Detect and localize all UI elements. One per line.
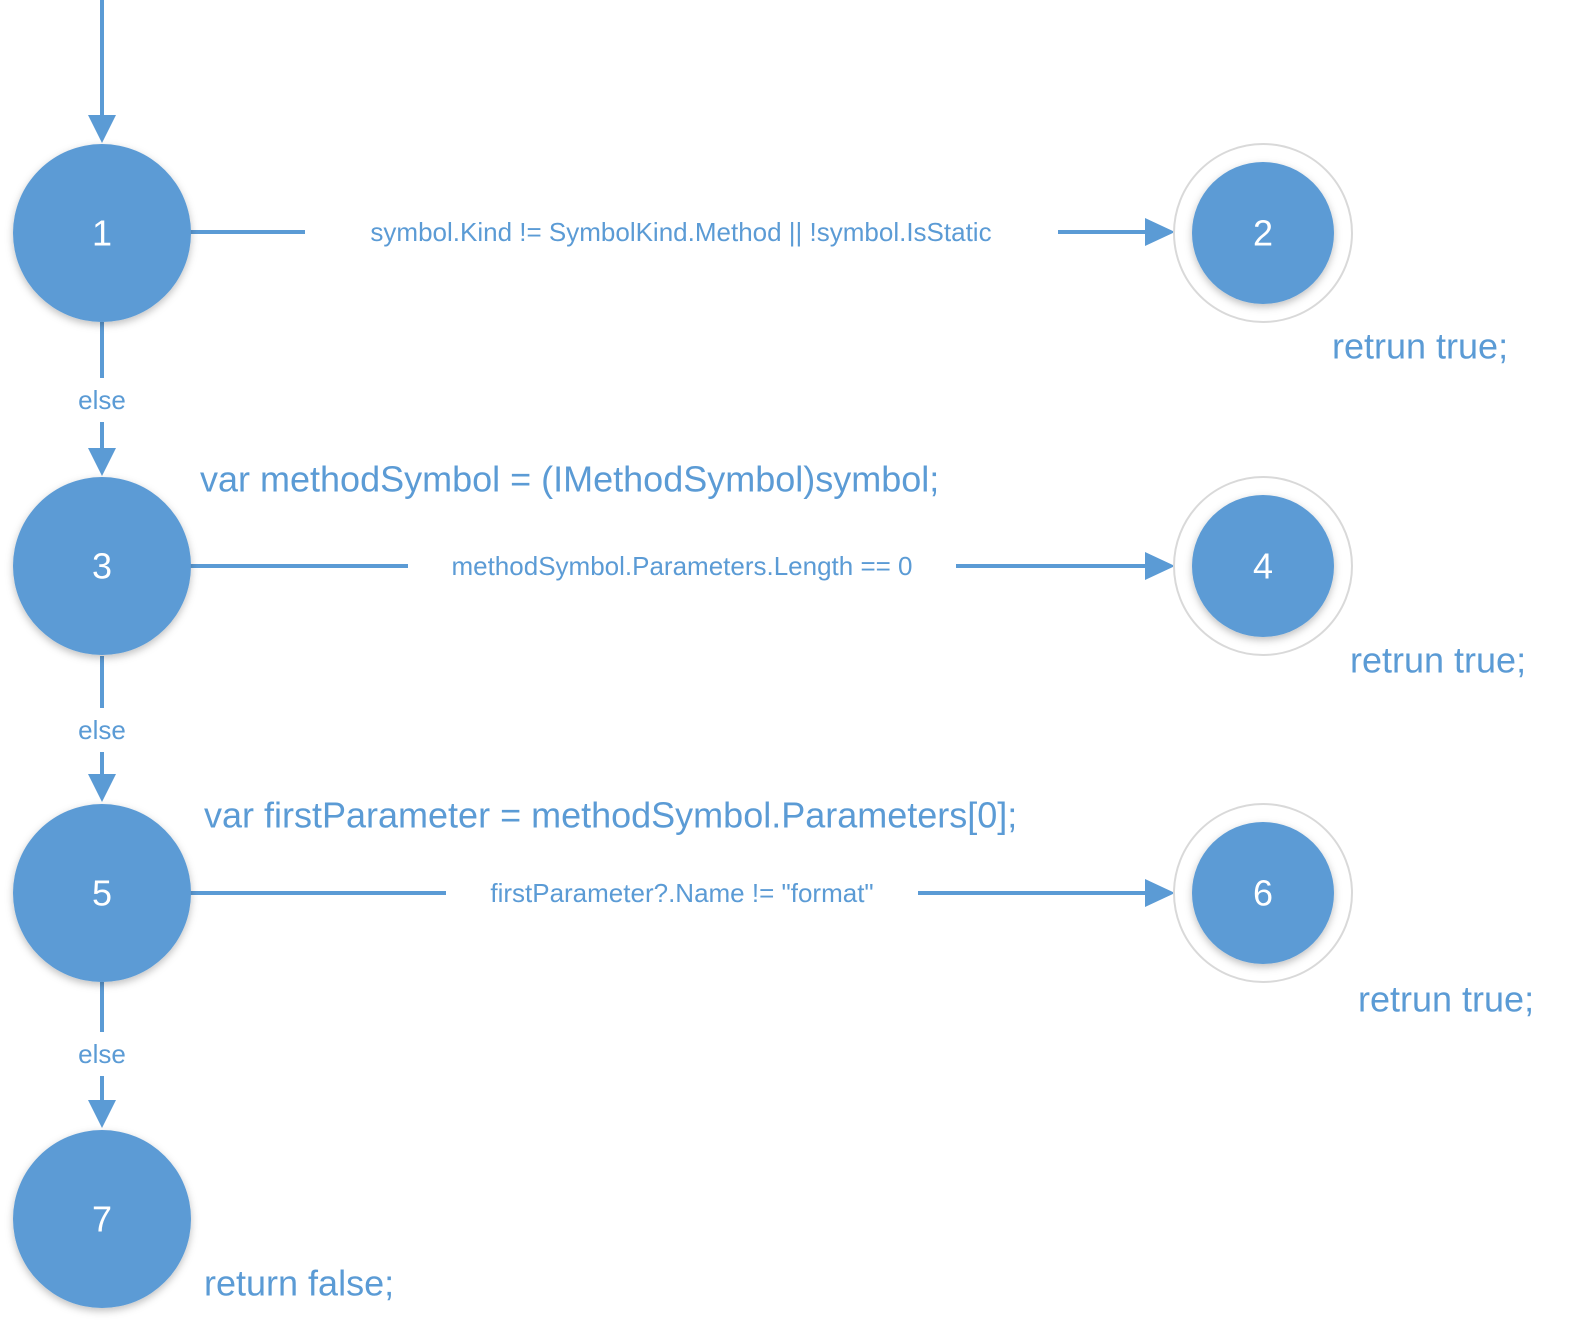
edge-label-else-3: else [78, 1039, 126, 1069]
node-label-6: 6 [1253, 873, 1273, 914]
node-label-2: 2 [1253, 213, 1273, 254]
node-6: 6 [1173, 803, 1353, 983]
edge-5-to-6: firstParameter?.Name != "format" [190, 878, 1175, 908]
statement-node-4: retrun true; [1350, 640, 1526, 681]
edge-label-else-1: else [78, 385, 126, 415]
node-2: 2 [1173, 143, 1353, 323]
edge-3-to-4: methodSymbol.Parameters.Length == 0 [190, 551, 1175, 581]
node-label-5: 5 [92, 873, 112, 914]
node-5: 5 [13, 804, 191, 982]
node-3: 3 [13, 477, 191, 655]
statement-node-6: retrun true; [1358, 979, 1534, 1020]
edge-label-condition-2: methodSymbol.Parameters.Length == 0 [451, 551, 912, 581]
edge-label-condition-1: symbol.Kind != SymbolKind.Method || !sym… [370, 217, 991, 247]
statement-node-7: return false; [204, 1263, 394, 1304]
node-label-1: 1 [92, 213, 112, 254]
statement-node-3: var methodSymbol = (IMethodSymbol)symbol… [200, 459, 939, 500]
edge-1-to-3: else [78, 322, 126, 476]
node-label-7: 7 [92, 1199, 112, 1240]
statement-node-5: var firstParameter = methodSymbol.Parame… [204, 795, 1017, 836]
entry-arrow [88, 0, 116, 143]
node-4: 4 [1173, 476, 1353, 656]
edge-5-to-7: else [78, 982, 126, 1128]
node-label-4: 4 [1253, 546, 1273, 587]
node-1: 1 [13, 144, 191, 322]
edge-1-to-2: symbol.Kind != SymbolKind.Method || !sym… [190, 217, 1175, 247]
edge-3-to-5: else [78, 656, 126, 802]
edge-label-condition-3: firstParameter?.Name != "format" [490, 878, 873, 908]
statement-node-2: retrun true; [1332, 326, 1508, 367]
node-7: 7 [13, 1130, 191, 1308]
edge-label-else-2: else [78, 715, 126, 745]
node-label-3: 3 [92, 546, 112, 587]
